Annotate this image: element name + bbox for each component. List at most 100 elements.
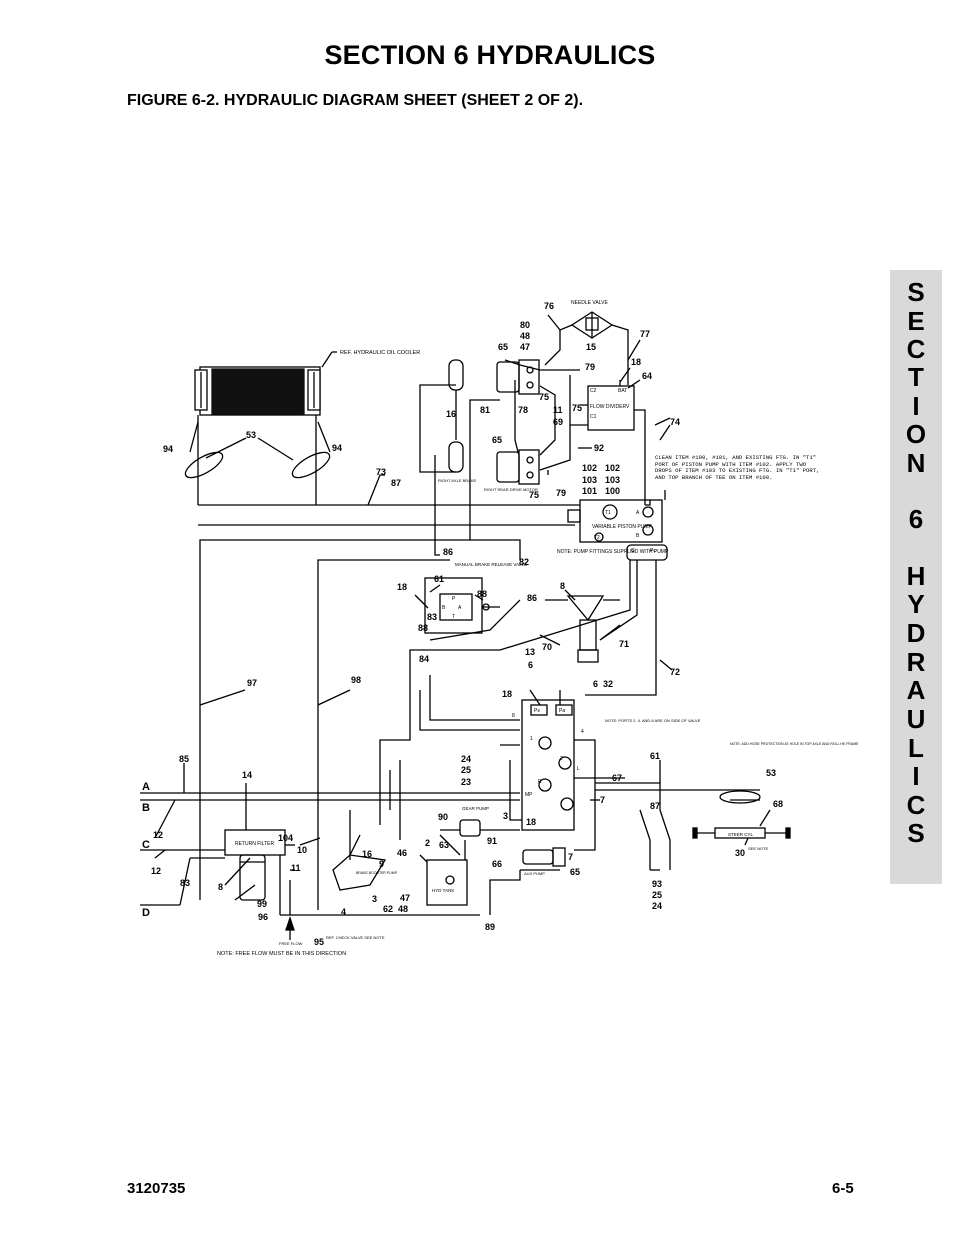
port-v: V (626, 404, 630, 410)
item-103b: 103 (605, 475, 620, 485)
item-12b: 12 (151, 866, 161, 876)
label-flow-divider: FLOW DIVIDER (590, 404, 627, 410)
item-86: 86 (443, 547, 453, 557)
item-7: 7 (600, 795, 605, 805)
drive-motor-upper (496, 359, 540, 395)
item-15: 15 (586, 342, 596, 352)
item-8: 8 (560, 581, 565, 591)
item-18b: 18 (397, 582, 407, 592)
item-82: 82 (519, 557, 529, 567)
item-94-right: 94 (332, 443, 342, 453)
side-tab-letter: I (912, 391, 920, 421)
item-23: 23 (461, 777, 471, 787)
item-32: 32 (603, 679, 613, 689)
item-79b: 79 (556, 488, 566, 498)
item-61: 61 (434, 574, 444, 584)
item-89: 89 (485, 922, 495, 932)
port-g: G (631, 548, 635, 554)
item-64: 64 (642, 371, 652, 381)
item-92: 92 (594, 443, 604, 453)
port-t: T (452, 614, 455, 620)
item-87b: 87 (650, 801, 660, 811)
note-oil-cooler: REF. HYDRAULIC OIL COOLER (340, 350, 420, 356)
item-2: 2 (425, 838, 430, 848)
port-bat: BAT (618, 388, 627, 394)
side-tab-letter: S (907, 818, 925, 848)
item-84: 84 (419, 654, 429, 664)
item-75: 75 (539, 392, 549, 402)
section-title: SECTION 6 HYDRAULICS (324, 40, 656, 70)
item-75b: 75 (572, 403, 582, 413)
page-number: 6-5 (832, 1180, 854, 1197)
item-98: 98 (351, 675, 361, 685)
item-30: 30 (735, 848, 745, 858)
hose-wrap-left (184, 451, 224, 479)
main-control-valve (521, 699, 575, 831)
side-tab-letter: A (906, 675, 926, 705)
item-77: 77 (640, 329, 650, 339)
item-91: 91 (487, 836, 497, 846)
item-48: 48 (520, 331, 530, 341)
line-letter-c: C (142, 839, 150, 851)
port-c2: C2 (590, 388, 597, 394)
note-check-valve: REF. CHECK VALVE SEE NOTE (326, 935, 385, 940)
item-94-left: 94 (163, 444, 173, 454)
item-96: 96 (258, 912, 268, 922)
port-t1: T1 (605, 510, 611, 516)
item-48b: 48 (398, 904, 408, 914)
side-tab-letter: R (906, 647, 926, 677)
item-88b: 88 (418, 623, 428, 633)
item-10: 10 (297, 845, 307, 855)
item-25: 25 (461, 765, 471, 775)
item-24: 24 (461, 754, 471, 764)
label-aux-pump: AUX PUMP (524, 871, 545, 876)
item-74: 74 (670, 417, 680, 427)
side-tab-letter: T (908, 362, 924, 392)
item-46: 46 (397, 848, 407, 858)
item-13: 13 (525, 647, 535, 657)
item-83: 83 (427, 612, 437, 622)
port-1: 1 (530, 736, 533, 742)
hose-wrap-right (291, 451, 331, 479)
item-63: 63 (439, 840, 449, 850)
document-number: 3120735 (127, 1180, 186, 1197)
label-variable-pump: VARIABLE PISTON PUMP (592, 524, 652, 530)
item-81: 81 (480, 405, 490, 415)
port-p: P (452, 596, 456, 602)
item-18: 18 (631, 357, 641, 367)
note-clean-item-fo: CLEAN ITEM #100, #101, AND EXISTING FTG.… (655, 455, 820, 481)
label-hyd-tank: HYD TANK (432, 888, 454, 893)
note-ports: NOTE: PORTS 2, 4, AND 8 ARE ON SIDE OF V… (605, 718, 701, 723)
item-62: 62 (383, 904, 393, 914)
brake-booster-pump (332, 854, 387, 891)
note-clean-item: CLEAN ITEM #100, #101, AND EXISTING FTG.… (655, 455, 820, 481)
item-100: 100 (605, 486, 620, 496)
item-7b: 7 (568, 852, 573, 862)
item-78: 78 (518, 405, 528, 415)
port-b: B (442, 605, 446, 611)
item-68: 68 (773, 799, 783, 809)
filter-8 (566, 595, 605, 663)
side-tab-letter: E (907, 306, 925, 336)
note-steer-hose: NOTE: ADD HOSE PROTECTION AT HOLE IN TOP… (730, 742, 859, 746)
note-free-flow-direction: NOTE: FREE FLOW MUST BE IN THIS DIRECTIO… (217, 951, 346, 957)
item-103a: 103 (582, 475, 597, 485)
port-pc: Pc (650, 548, 656, 554)
item-75c: 75 (529, 490, 539, 500)
side-tab-letter: C (906, 790, 926, 820)
item-6b: 6 (593, 679, 598, 689)
item-69: 69 (553, 417, 563, 427)
line-letter-b: B (142, 802, 150, 814)
item-85: 85 (179, 754, 189, 764)
item-86b: 86 (527, 593, 537, 603)
item-4: 4 (341, 907, 346, 917)
item-80: 80 (520, 320, 530, 330)
item-11: 11 (553, 405, 563, 415)
item-67: 67 (612, 773, 622, 783)
port-pump-b: B (636, 533, 640, 539)
item-72: 72 (670, 667, 680, 677)
port-t2: T2 (594, 535, 600, 541)
hydraulic-tank (426, 859, 468, 906)
item-14: 14 (242, 770, 252, 780)
